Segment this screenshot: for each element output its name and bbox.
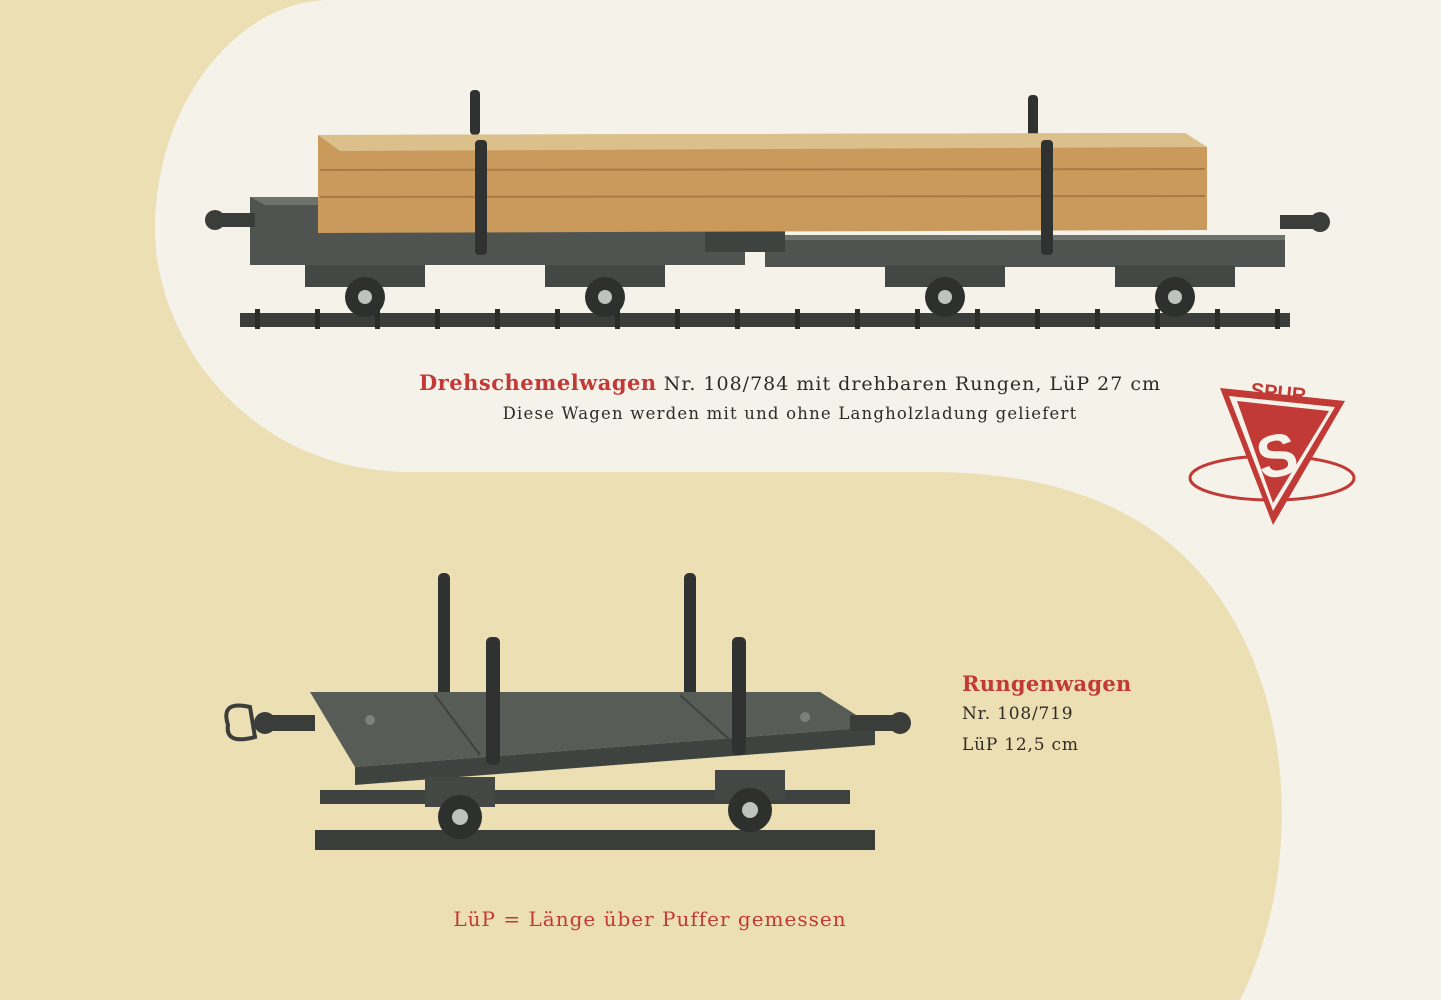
- product-length: LüP 12,5 cm: [962, 735, 1079, 755]
- drehschemelwagen-illustration: [205, 90, 1330, 329]
- rungenwagen-illustration: [224, 573, 911, 850]
- product-details: Nr. 108/784 mit drehbaren Rungen, LüP 27…: [663, 373, 1162, 395]
- product-name: Rungenwagen: [962, 671, 1132, 696]
- spur-s-logo: SPUR S: [1188, 383, 1356, 525]
- product-number: Nr. 108/719: [962, 704, 1074, 724]
- product-name: Drehschemelwagen: [418, 370, 657, 395]
- drehschemelwagen-caption: Drehschemelwagen Nr. 108/784 mit drehbar…: [400, 368, 1180, 429]
- rungenwagen-caption: Rungenwagen Nr. 108/719 LüP 12,5 cm: [962, 668, 1222, 761]
- lup-footnote: LüP = Länge über Puffer gemessen: [453, 907, 847, 931]
- caption-line-1: Drehschemelwagen Nr. 108/784 mit drehbar…: [400, 368, 1180, 399]
- product-note: Diese Wagen werden mit und ohne Langholz…: [502, 404, 1078, 423]
